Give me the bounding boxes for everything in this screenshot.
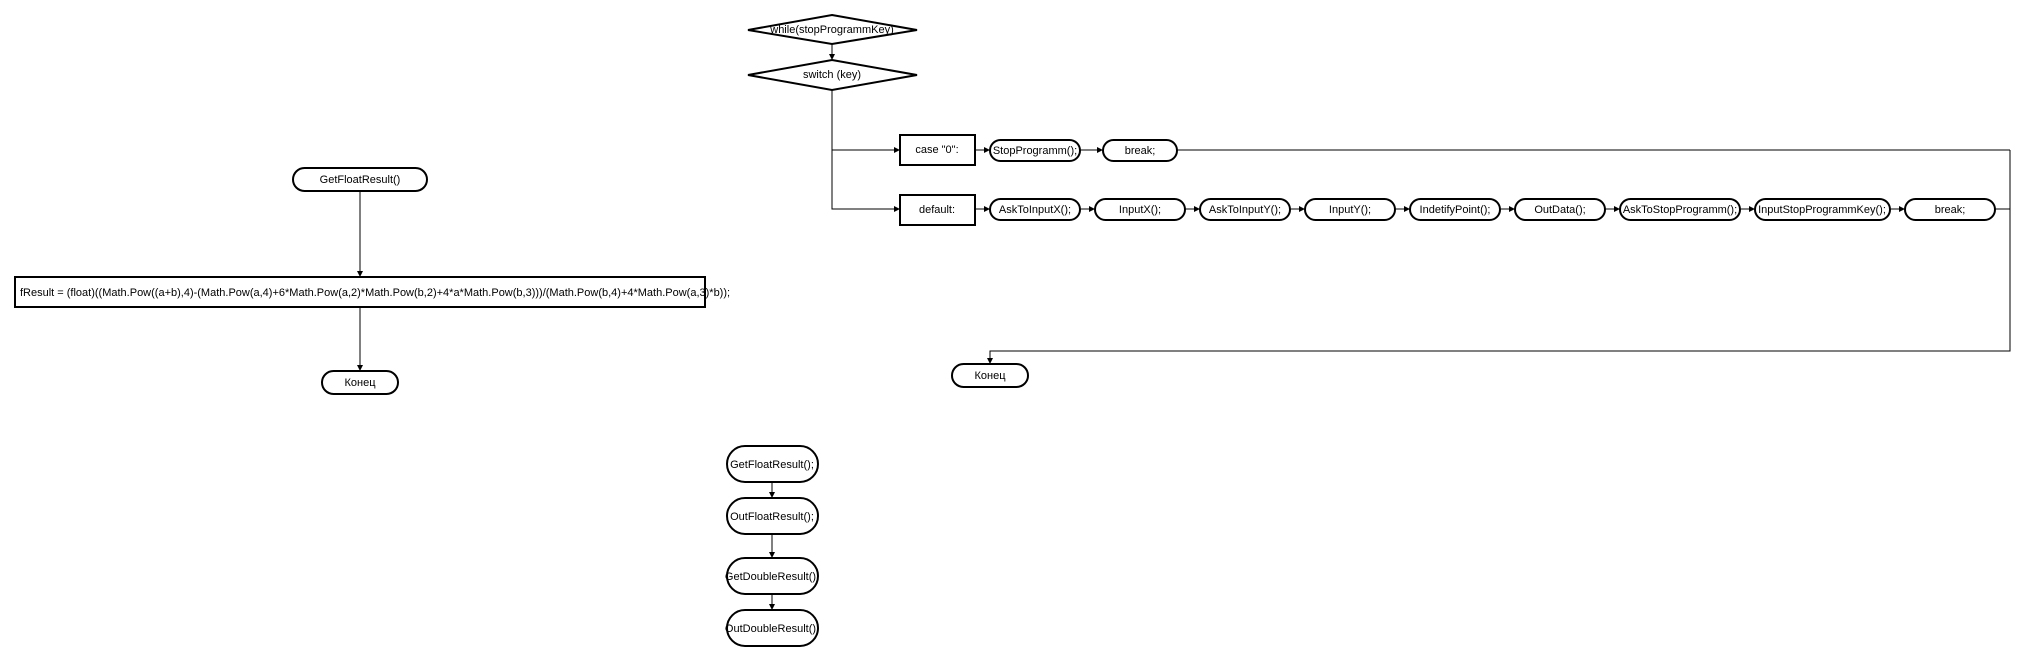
default-step-4-label: InputY(); bbox=[1329, 204, 1371, 216]
left-flow: GetFloatResult() fResult = (float)((Math… bbox=[14, 167, 730, 395]
default-step-2-label: InputX(); bbox=[1119, 204, 1161, 216]
main-flow: while(stopProgrammKey) switch (key) case… bbox=[747, 13, 2011, 388]
case0-step-1-label: StopProgramm(); bbox=[993, 145, 1077, 157]
default-step-6-label: OutData(); bbox=[1534, 204, 1585, 216]
bottom-flow: GetFloatResult(); OutFloatResult(); GetD… bbox=[725, 445, 819, 647]
default-step-7-label: AskToStopProgramm(); bbox=[1623, 204, 1737, 216]
bottom-step-4 bbox=[726, 609, 819, 647]
left-process-label: fResult = (float)((Math.Pow((a+b),4)-(Ma… bbox=[20, 287, 730, 299]
default-step-3-label: AskToInputY(); bbox=[1209, 204, 1281, 216]
main-end-terminator bbox=[951, 363, 1029, 388]
default-step-8-label: InputStopProgrammKey(); bbox=[1758, 204, 1886, 216]
switch-to-case0-connector bbox=[831, 90, 900, 153]
left-start-label: GetFloatResult() bbox=[320, 174, 401, 186]
bottom-step-3-label: GetDoubleResult(); bbox=[725, 571, 819, 583]
case0-label: case "0": bbox=[915, 144, 958, 156]
merge-connector bbox=[987, 150, 2011, 364]
switch-label: switch (key) bbox=[803, 69, 861, 81]
case0-box bbox=[899, 134, 976, 166]
switch-to-default-connector bbox=[831, 150, 900, 212]
main-end-label: Конец bbox=[974, 370, 1006, 382]
bottom-step-2-label: OutFloatResult(); bbox=[730, 511, 814, 523]
left-end-label: Конец bbox=[344, 377, 376, 389]
default-label: default: bbox=[919, 204, 955, 216]
default-step-1-label: AskToInputX(); bbox=[999, 204, 1071, 216]
left-end-terminator bbox=[321, 370, 399, 395]
default-box bbox=[899, 194, 976, 226]
loop-label: while(stopProgrammKey) bbox=[769, 24, 893, 36]
default-step-5-label: IndetifyPoint(); bbox=[1420, 204, 1491, 216]
case0-step-2-label: break; bbox=[1125, 145, 1156, 157]
bottom-step-4-label: OutDoubleResult(); bbox=[725, 623, 819, 635]
default-step-9-label: break; bbox=[1935, 204, 1966, 216]
left-process-box bbox=[14, 276, 706, 308]
bottom-step-1-label: GetFloatResult(); bbox=[730, 459, 814, 471]
